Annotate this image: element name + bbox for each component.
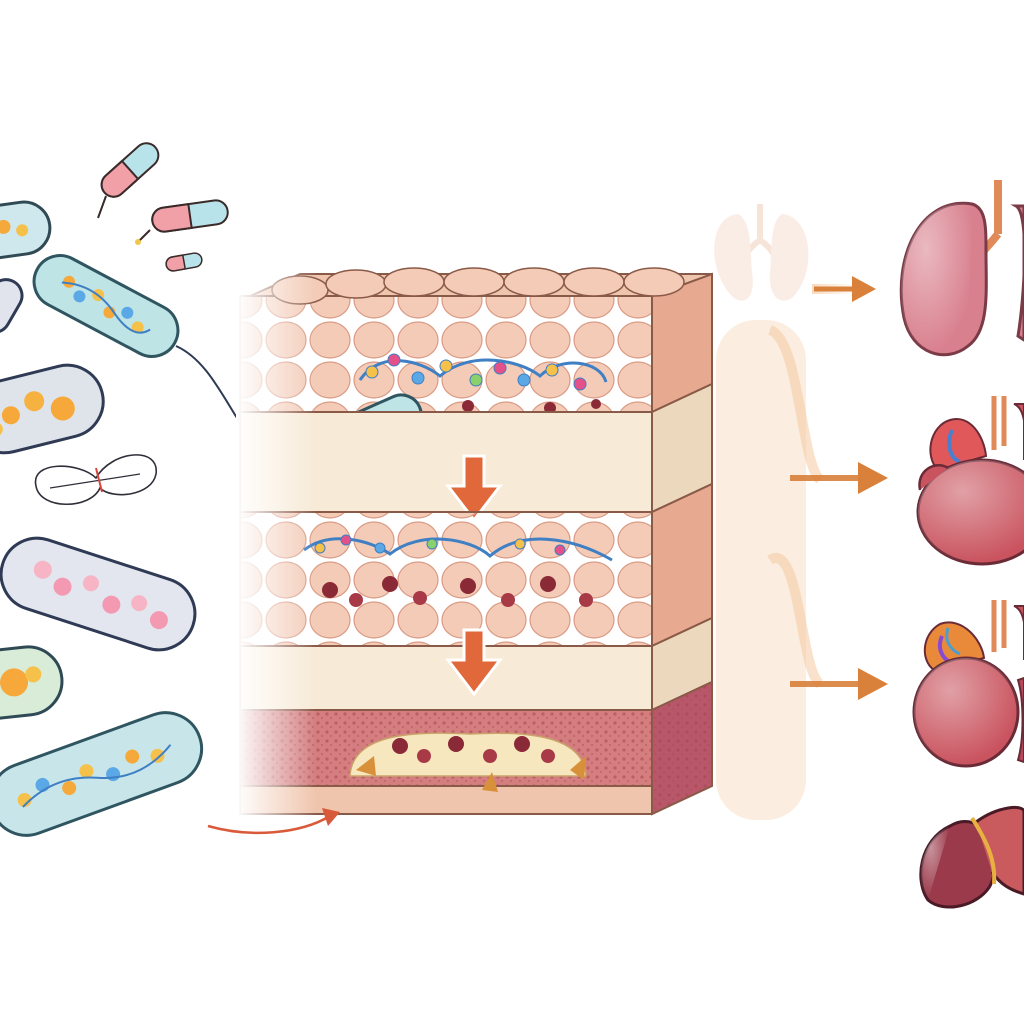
bacterium-icon — [0, 363, 105, 455]
bacteria-cluster — [303, 534, 613, 607]
tissue-block-icon — [236, 260, 713, 820]
top-bumps — [271, 267, 685, 305]
pill-group — [97, 142, 229, 272]
bacterium-icon — [0, 536, 197, 652]
liver-icon — [919, 805, 1024, 909]
tissue-fade — [236, 260, 316, 820]
organs-column — [899, 180, 1024, 909]
kidney-icon — [916, 396, 1024, 566]
pill-icon — [151, 199, 229, 233]
arrow-to-kidney-1 — [790, 462, 888, 494]
flow-arrows — [790, 276, 888, 700]
entry-arrow — [207, 808, 340, 835]
bacterium-icon — [0, 711, 204, 837]
kidney-icon — [912, 600, 1024, 768]
bacterium-icon — [0, 645, 64, 721]
bacterium-icon — [0, 200, 52, 263]
down-arrow-icon — [444, 628, 504, 697]
down-arrow-icon — [444, 454, 504, 523]
flagella-sketch — [34, 454, 157, 506]
bacterium-icon — [32, 254, 180, 358]
bacteria-cluster — [358, 353, 608, 414]
pill-icon — [165, 252, 203, 272]
pill-icon — [100, 142, 160, 198]
circulation-glow — [716, 320, 825, 820]
arrow-to-kidney-2 — [790, 668, 888, 700]
bacteria-group — [0, 200, 346, 837]
faded-lung-icon — [714, 204, 809, 301]
bacterium-icon — [0, 278, 24, 334]
arrow-to-lung — [812, 276, 876, 302]
lung-icon — [899, 180, 1024, 357]
